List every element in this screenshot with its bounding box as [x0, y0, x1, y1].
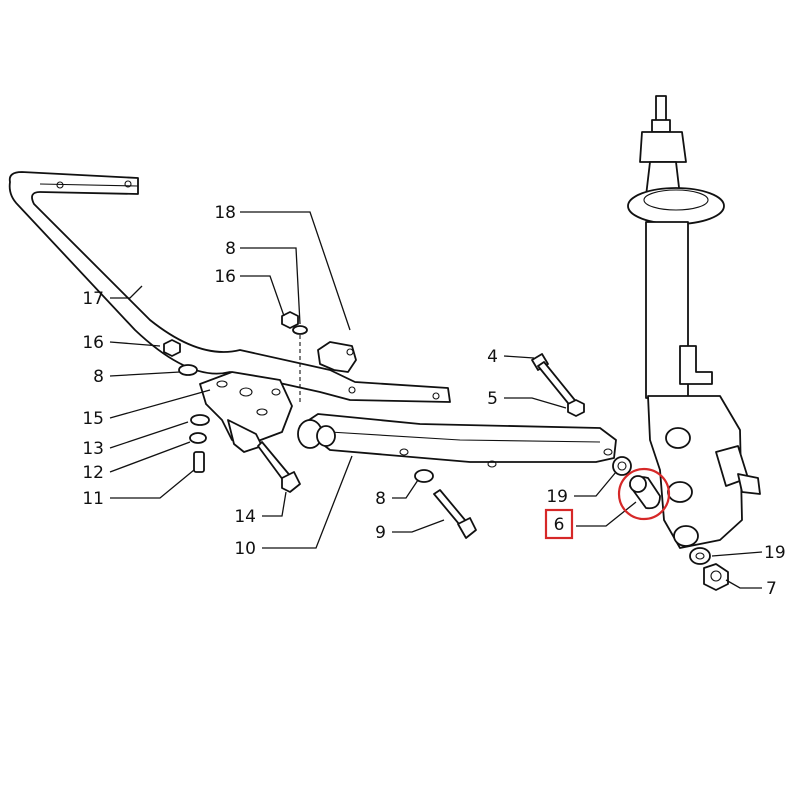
callout-7: 7: [766, 579, 777, 599]
callout-9: 9: [375, 523, 386, 543]
bolt-part-9: [433, 489, 477, 539]
callout-18: 18: [214, 203, 236, 223]
bolt-part-11: [193, 451, 205, 473]
callout-16-top: 16: [214, 267, 236, 287]
callout-19-upper: 19: [546, 487, 568, 507]
callout-15: 15: [82, 409, 104, 429]
leader-lines: [109, 211, 763, 589]
callout-14: 14: [234, 507, 256, 527]
bracket-part-18: [317, 341, 357, 373]
washer-part-8-lower: [414, 469, 434, 483]
nut-part-7: [703, 563, 729, 591]
callout-6: 6: [554, 515, 565, 535]
nut-part-16-top: [281, 311, 308, 405]
bushing-part-6: [629, 475, 661, 510]
part-6-highlight-box: [544, 508, 574, 540]
stabilizer-bar: [8, 171, 451, 403]
callout-13: 13: [82, 439, 104, 459]
callout-12: 12: [82, 463, 104, 483]
washer-part-19-upper: [612, 456, 632, 476]
nut-part-16-left: [163, 339, 198, 376]
control-arm-part-10: [297, 413, 617, 468]
callout-19-lower: 19: [764, 543, 786, 563]
mounting-plate-part-15: [199, 371, 293, 453]
callout-4: 4: [487, 347, 498, 367]
callout-16-left: 16: [82, 333, 104, 353]
nut-part-5: [567, 399, 585, 417]
washer-part-19-lower: [689, 547, 711, 565]
callout-labels: 18 8 16 17 16 8 15 13 12 11 14 10 4 5 8 …: [82, 203, 785, 599]
callout-5: 5: [487, 389, 498, 409]
washer-part-12: [189, 432, 207, 444]
callout-11: 11: [82, 489, 104, 509]
bolt-part-14: [257, 441, 301, 493]
callout-17: 17: [82, 289, 104, 309]
callout-10: 10: [234, 539, 256, 559]
part-6-highlight-circle: [617, 467, 671, 521]
callout-8-lower: 8: [375, 489, 386, 509]
callout-8-top: 8: [225, 239, 236, 259]
strut-assembly: [627, 95, 761, 549]
washer-part-13: [190, 414, 210, 426]
callout-8-left: 8: [93, 367, 104, 387]
